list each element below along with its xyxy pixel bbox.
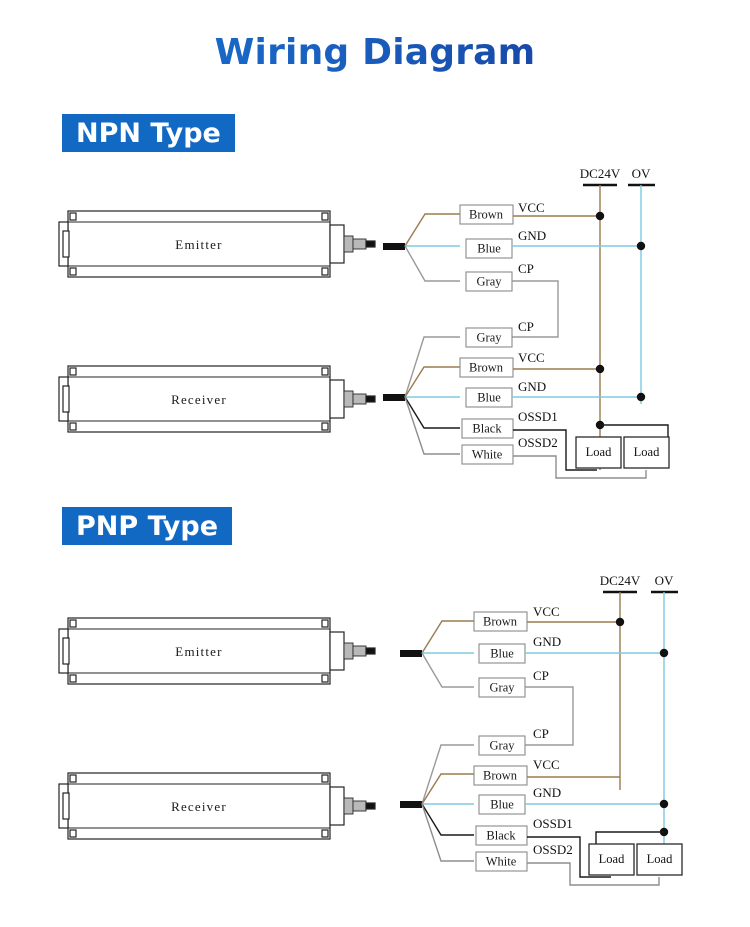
wire-signal-label: CP — [533, 668, 549, 683]
wire-signal-label: VCC — [518, 350, 545, 365]
wire-row-brown-emitter-npn: Brown VCC — [459, 200, 605, 225]
wire-signal-label: GND — [533, 785, 561, 800]
wire-row-black-receiver-npn: Black OSSD1 — [461, 409, 597, 471]
wire-row-blue-receiver-npn: Blue GND — [465, 379, 646, 408]
wire-row-gray-emitter-pnp: Gray CP — [478, 668, 574, 746]
device-emitter-npn: Emitter — [58, 210, 376, 278]
wire-row-brown-receiver-pnp: Brown VCC — [473, 757, 620, 786]
wire-signal-label: GND — [518, 379, 546, 394]
load-label: Load — [586, 445, 612, 459]
wire-row-black-receiver-pnp: Black OSSD1 — [475, 816, 611, 878]
cable-fan-receiver-npn — [383, 336, 460, 455]
section-badge-pnp: PNP Type — [62, 507, 233, 545]
wire-row-blue-emitter-npn: Blue GND — [465, 228, 646, 259]
wire-color-label: Brown — [483, 614, 518, 628]
wire-color-label: Gray — [477, 274, 503, 288]
cable-fan-emitter-pnp — [400, 620, 474, 688]
wire-row-brown-receiver-npn: Brown VCC — [459, 350, 605, 378]
wire-color-label: Black — [486, 828, 516, 842]
page-title: Wiring Diagram — [0, 32, 750, 73]
device-label-receiver-pnp: Receiver — [171, 799, 227, 814]
wire-signal-label: GND — [518, 228, 546, 243]
wire-signal-label: VCC — [518, 200, 545, 215]
wire-row-gray-receiver-pnp: Gray CP — [478, 726, 549, 756]
rail-label-dc24v-npn: DC24V — [580, 166, 621, 181]
wire-row-blue-emitter-pnp: Blue GND — [478, 634, 669, 664]
wire-row-brown-emitter-pnp: Brown VCC — [473, 604, 625, 632]
device-emitter-pnp: Emitter — [58, 617, 376, 685]
load-label: Load — [599, 852, 625, 866]
wire-color-label: Brown — [483, 768, 518, 782]
wire-row-white-receiver-pnp: White OSSD2 — [475, 842, 660, 886]
rail-label-ov-pnp: OV — [655, 573, 674, 588]
wire-color-label: Gray — [490, 680, 516, 694]
device-label-emitter-npn: Emitter — [175, 237, 222, 252]
wire-row-gray-emitter-npn: Gray CP — [465, 261, 559, 338]
wire-color-label: Gray — [477, 330, 503, 344]
device-label-emitter-pnp: Emitter — [175, 644, 222, 659]
wire-color-label: Brown — [469, 207, 504, 221]
wire-signal-label: VCC — [533, 757, 560, 772]
cable-fan-emitter-npn — [383, 213, 460, 282]
wire-signal-label: GND — [533, 634, 561, 649]
load-label: Load — [647, 852, 673, 866]
wire-signal-label: OSSD1 — [518, 409, 558, 424]
device-receiver-npn: Receiver — [58, 365, 376, 433]
wire-signal-label: CP — [533, 726, 549, 741]
wire-color-label: Gray — [490, 738, 516, 752]
wire-row-white-receiver-npn: White OSSD2 — [461, 435, 647, 479]
wire-signal-label: CP — [518, 261, 534, 276]
power-rail-dc24v-pnp: DC24V — [600, 573, 641, 790]
power-rail-ov-npn: OV — [628, 166, 655, 404]
wire-signal-label: VCC — [533, 604, 560, 619]
wire-color-label: White — [486, 854, 517, 868]
wire-row-gray-receiver-npn: Gray CP — [465, 319, 534, 348]
device-label-receiver-npn: Receiver — [171, 392, 227, 407]
wire-color-label: Black — [472, 421, 502, 435]
rail-label-ov-npn: OV — [632, 166, 651, 181]
wire-color-label: Brown — [469, 360, 504, 374]
wire-color-label: Blue — [490, 797, 514, 811]
wire-color-label: Blue — [477, 241, 501, 255]
section-badge-npn: NPN Type — [62, 114, 235, 152]
wire-color-label: Blue — [477, 390, 501, 404]
load-group-npn: Load Load — [575, 420, 670, 469]
device-receiver-pnp: Receiver — [58, 772, 376, 840]
load-label: Load — [634, 445, 660, 459]
wire-signal-label: OSSD2 — [518, 435, 558, 450]
wire-color-label: Blue — [490, 646, 514, 660]
wire-signal-label: OSSD2 — [533, 842, 573, 857]
cable-fan-receiver-pnp — [400, 744, 474, 862]
wire-signal-label: OSSD1 — [533, 816, 573, 831]
wire-row-blue-receiver-pnp: Blue GND — [478, 785, 669, 815]
wire-color-label: White — [472, 447, 503, 461]
wire-signal-label: CP — [518, 319, 534, 334]
load-group-pnp: Load Load — [588, 827, 683, 876]
rail-label-dc24v-pnp: DC24V — [600, 573, 641, 588]
